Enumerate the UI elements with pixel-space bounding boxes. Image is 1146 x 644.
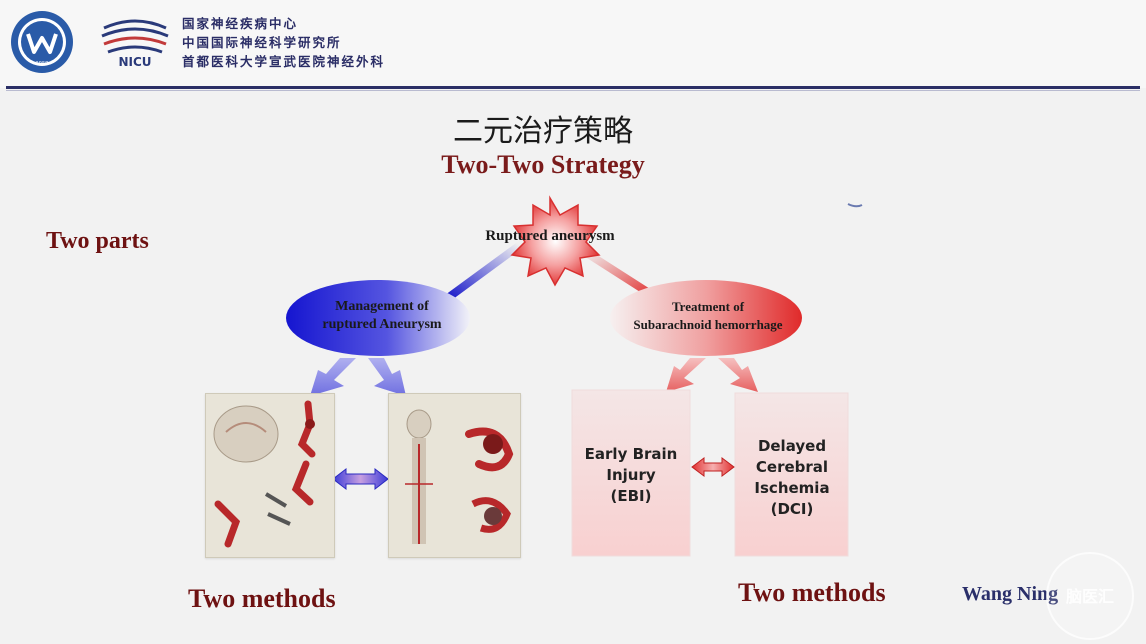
coiling-illustration-icon: [389, 394, 520, 557]
blue-split-arrows: [310, 358, 406, 396]
treatment-label: Treatment of Subarachnoid hemorrhage: [608, 298, 808, 334]
watermark-text: 脑医汇: [1065, 587, 1114, 606]
dci-box: [734, 392, 849, 557]
ebi-line-3: (EBI): [610, 487, 652, 505]
watermark-circle: [1046, 552, 1134, 640]
treatment-ellipse: [610, 280, 802, 356]
double-arrow-icon: [332, 467, 389, 491]
dci-text: Delayed Cerebral Ischemia (DCI): [736, 436, 848, 520]
ebi-box: [571, 389, 691, 557]
ebi-line-1: Early Brain: [584, 445, 678, 463]
ebi-line-2: Injury: [606, 466, 656, 484]
double-arrow-icon: [691, 457, 735, 477]
title-english: Two-Two Strategy: [441, 150, 645, 179]
header-divider-thin: [6, 90, 1140, 91]
header-bar: 1958 NICU 国家神经疾病中心 中国国际神经科学研究所 首都医科大学宣武医…: [0, 0, 1146, 88]
logo-year: 1958: [36, 61, 49, 67]
dci-line-2: Cerebral: [755, 458, 829, 476]
red-split-arrows: [666, 358, 758, 392]
institution-line-2: 中国国际神经科学研究所: [182, 35, 342, 50]
clipping-illustration-icon: [206, 394, 334, 557]
management-label: Management of ruptured Aneurysm: [292, 298, 472, 334]
ebi-text: Early Brain Injury (EBI): [572, 444, 690, 507]
treatment-label-line-1: Treatment of: [671, 299, 745, 314]
institution-names: 国家神经疾病中心 中国国际神经科学研究所 首都医科大学宣武医院神经外科: [182, 14, 385, 71]
university-seal-icon: 1958: [11, 11, 73, 73]
management-label-line-2: ruptured Aneurysm: [322, 317, 442, 332]
craniotomy-figure: [205, 393, 335, 558]
two-methods-left: Two methods: [188, 584, 336, 613]
dci-line-1: Delayed: [757, 437, 827, 455]
two-parts-heading: Two parts: [46, 228, 149, 254]
starburst-icon: [510, 195, 601, 287]
institution-line-3: 首都医科大学宣武医院神经外科: [182, 54, 386, 69]
author-name: Wang Ning: [962, 583, 1059, 605]
header-divider: [6, 86, 1140, 89]
institution-line-1: 国家神经疾病中心: [182, 16, 299, 31]
treatment-label-line-2: Subarachnoid hemorrhage: [633, 317, 783, 332]
coiling-figure: [388, 393, 521, 558]
title-chinese: 二元治疗策略: [453, 114, 633, 149]
ruptured-aneurysm-label: Ruptured aneurysm: [485, 228, 615, 244]
nicu-logo-icon: NICU: [101, 19, 169, 69]
two-methods-right: Two methods: [738, 578, 886, 607]
dci-line-3: Ischemia: [754, 479, 830, 497]
dci-line-4: (DCI): [770, 500, 814, 518]
connector-left: [441, 241, 524, 304]
nicu-logo-text: NICU: [118, 55, 151, 69]
management-ellipse: [286, 280, 470, 356]
decorative-mark-icon: [847, 203, 863, 208]
management-label-line-1: Management of: [335, 299, 429, 314]
